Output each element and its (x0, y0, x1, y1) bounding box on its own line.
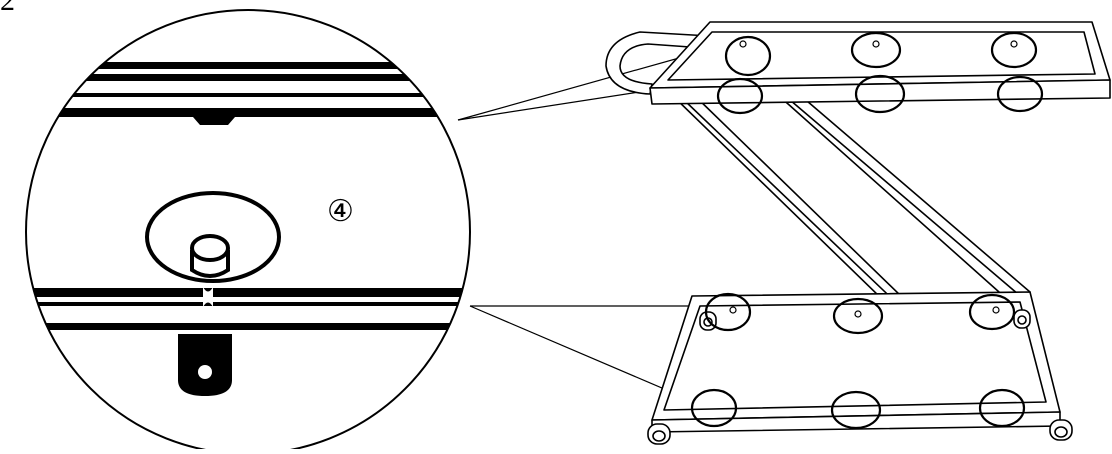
callout-label: ④ (327, 195, 354, 228)
lower-back-marker-3 (968, 293, 1016, 331)
upper-back-marker-2 (850, 31, 902, 69)
lower-rail-stripe-1 (26, 288, 470, 297)
lower-front-marker-1 (690, 388, 738, 428)
lower-back-marker-1 (704, 292, 752, 332)
lower-rail-stripe-2 (26, 302, 470, 306)
wheel-rear-right (1013, 309, 1031, 329)
trolley-handle (605, 31, 711, 95)
leader-line-lower-b (469, 305, 691, 401)
trolley-frame (605, 21, 1111, 433)
upper-rail-stripe-1 (26, 62, 470, 69)
magnifier-detail (25, 9, 471, 454)
leader-line-upper-b (457, 89, 653, 121)
screw-pegs (729, 40, 1018, 318)
magnifier-outline (25, 9, 471, 454)
wheel-front-left (647, 423, 671, 445)
upper-tray-inner (667, 31, 1096, 81)
lower-rail-stripe-3 (26, 323, 470, 330)
upper-back-marker-3 (990, 31, 1038, 69)
lower-rail-gap (203, 287, 213, 307)
upper-back-marker-1 (724, 35, 772, 77)
screw-markers (690, 31, 1044, 430)
wheel-front-right (1049, 419, 1073, 441)
tab-hole (198, 365, 212, 379)
peg-top (190, 234, 230, 262)
upper-front-marker-1 (716, 77, 764, 115)
lower-front-marker-2 (830, 390, 882, 430)
lower-front-marker-3 (978, 388, 1026, 428)
upper-rail-notch (193, 117, 235, 125)
upper-tray-front-face (649, 79, 1111, 105)
step-number: 2 (0, 0, 15, 17)
lower-tray-inner (663, 301, 1047, 411)
upper-front-marker-3 (996, 75, 1044, 113)
lower-back-marker-2 (832, 297, 884, 335)
wheels (647, 309, 1073, 445)
upper-rail-stripe-4 (26, 108, 470, 117)
upper-front-marker-2 (854, 74, 906, 114)
upper-rail-stripe-2 (26, 74, 470, 81)
peg-highlight-circle (145, 191, 281, 283)
upper-rail-stripe-3 (26, 93, 470, 97)
diagonal-support-right-inner (789, 99, 1019, 295)
